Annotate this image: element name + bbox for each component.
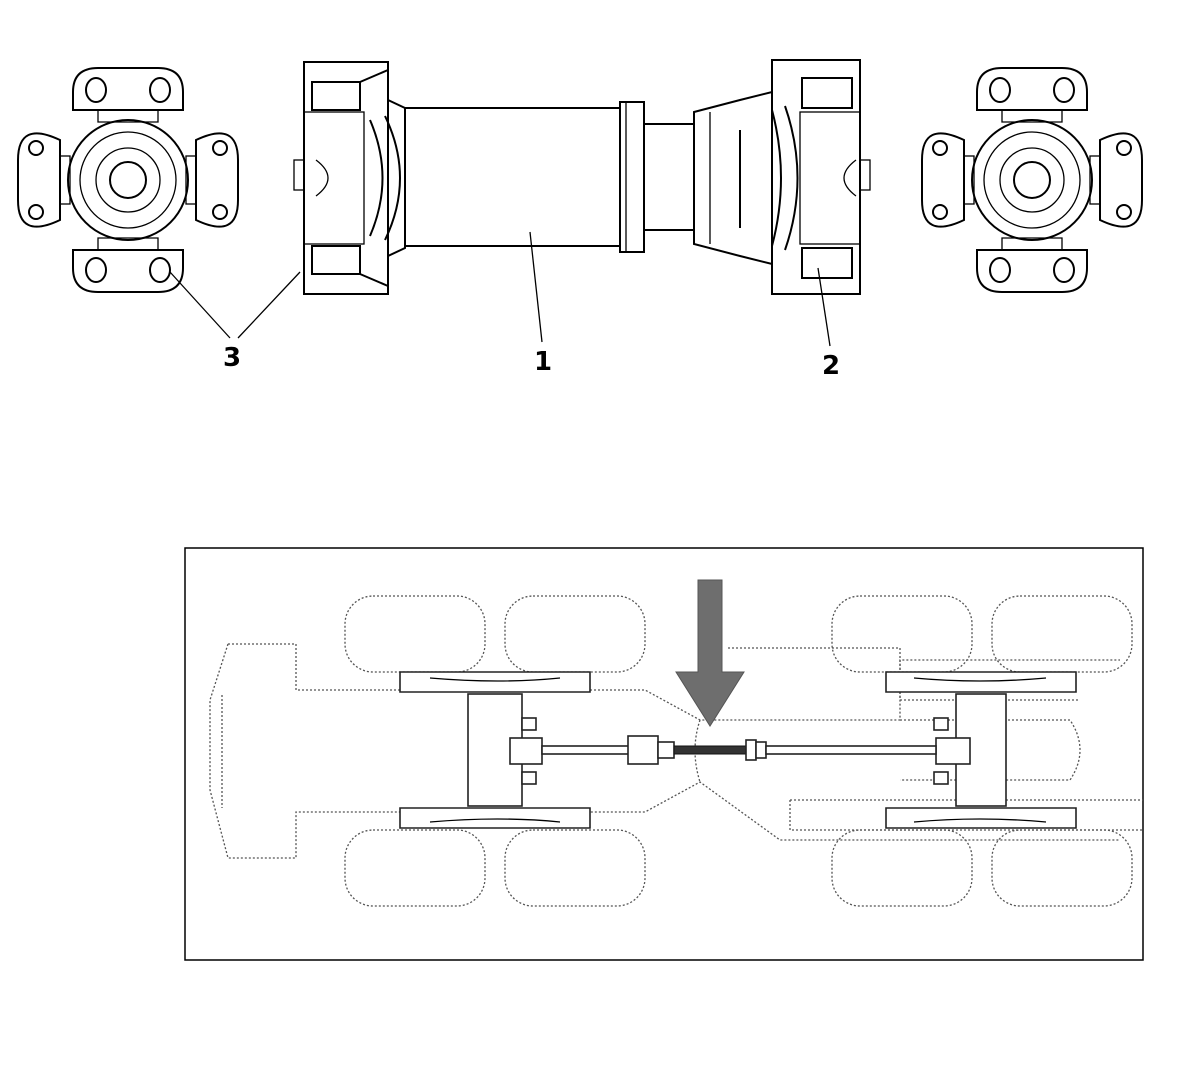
callout-3: 3	[223, 343, 241, 373]
wheels	[344, 595, 1133, 907]
leader-lines	[169, 231, 831, 347]
front-axle	[399, 671, 591, 829]
location-arrow	[675, 579, 745, 727]
chassis-location-diagram	[184, 547, 1144, 961]
rear-axle	[885, 671, 1077, 829]
chassis-driveshaft	[541, 735, 937, 765]
wheel	[344, 829, 486, 907]
universal-joint-cross-right	[921, 67, 1143, 293]
driveshaft-side-view	[293, 59, 871, 295]
callout-2: 2	[822, 351, 840, 381]
driveshaft-assembly: 3 1 2	[17, 59, 1143, 381]
universal-joint-cross-left	[17, 67, 239, 293]
wheel	[504, 829, 646, 907]
highlighted-shaft-section	[673, 745, 747, 755]
callout-1: 1	[534, 347, 552, 377]
